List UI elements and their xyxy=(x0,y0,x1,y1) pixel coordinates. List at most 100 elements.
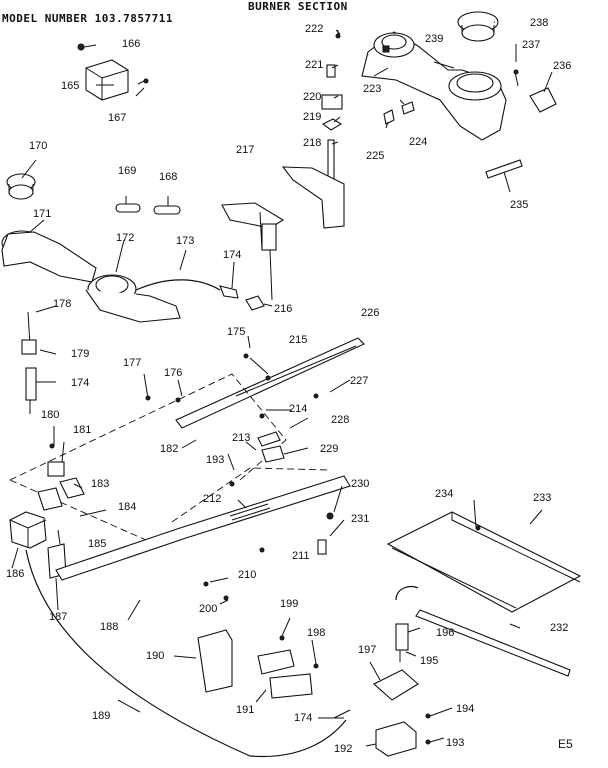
callout-label: 183 xyxy=(91,478,109,490)
callout-label: 200 xyxy=(199,603,217,615)
callout-label: 185 xyxy=(88,538,106,550)
callout-label: 234 xyxy=(435,488,453,500)
sheet-code: E5 xyxy=(558,737,573,751)
callout-label: 197 xyxy=(358,644,376,656)
callout-label: 169 xyxy=(118,165,136,177)
callout-label: 198 xyxy=(307,627,325,639)
part-166-screw xyxy=(77,43,85,51)
callout-label: 221 xyxy=(305,59,323,71)
callout-label: 224 xyxy=(409,136,427,148)
part-226-manifold-plate xyxy=(175,337,365,429)
callout-label: 226 xyxy=(361,307,379,319)
callout-label: 177 xyxy=(123,357,141,369)
callout-label: 174 xyxy=(223,249,241,261)
part-178-179-electrode xyxy=(21,311,37,414)
callout-label: 182 xyxy=(160,443,178,455)
callout-label: 168 xyxy=(159,171,177,183)
part-231-clip xyxy=(317,539,327,555)
part-212-spring xyxy=(229,503,271,521)
callout-label: 175 xyxy=(227,326,245,338)
part-189-gas-tube xyxy=(25,549,347,758)
part-174-fitting xyxy=(219,285,239,299)
callout-label: 237 xyxy=(522,39,540,51)
callout-label: 180 xyxy=(41,409,59,421)
dashed-outline-left xyxy=(9,373,287,481)
callout-label: 219 xyxy=(303,111,321,123)
callout-label: 188 xyxy=(100,621,118,633)
callout-label: 193 xyxy=(446,737,464,749)
callout-label: 178 xyxy=(53,298,71,310)
callout-label: 179 xyxy=(71,348,89,360)
callout-label: 218 xyxy=(303,137,321,149)
callout-label: 217 xyxy=(236,144,254,156)
part-183-valve xyxy=(37,461,85,511)
callout-label: 191 xyxy=(236,704,254,716)
model-number-header: MODEL NUMBER 103.7857711 xyxy=(2,12,173,25)
callout-label: 186 xyxy=(6,568,24,580)
callout-label: 236 xyxy=(553,60,571,72)
part-165-control-box xyxy=(77,43,149,101)
part-216-orifice xyxy=(245,295,265,311)
part-197-valve xyxy=(373,585,419,701)
callout-label: 238 xyxy=(530,17,548,29)
part-174-fitting-lower xyxy=(333,709,351,719)
part-stack-218-222 xyxy=(321,29,343,185)
part-188-manifold xyxy=(55,475,351,581)
callout-label: 190 xyxy=(146,650,164,662)
callout-label: 172 xyxy=(116,232,134,244)
callout-label: 173 xyxy=(176,235,194,247)
part-232-rod xyxy=(415,609,571,677)
callout-label: 165 xyxy=(61,80,79,92)
callout-label: 199 xyxy=(280,598,298,610)
part-228-229-bracket xyxy=(257,431,285,463)
part-168-169-tubes xyxy=(115,203,181,215)
callout-label: 195 xyxy=(420,655,438,667)
callout-label: 213 xyxy=(232,432,250,444)
callout-label: 189 xyxy=(92,710,110,722)
callout-label: 228 xyxy=(331,414,349,426)
callout-label: 220 xyxy=(303,91,321,103)
callout-label: 225 xyxy=(366,150,384,162)
callout-label: 184 xyxy=(118,501,136,513)
part-223-burner-assembly xyxy=(361,11,557,179)
part-173-tube xyxy=(135,279,221,291)
callout-label: 170 xyxy=(29,140,47,152)
callout-label: 166 xyxy=(122,38,140,50)
callout-labels: 166 165 167 222 221 220 219 218 217 238 … xyxy=(6,17,571,755)
callout-label: 174 xyxy=(71,377,89,389)
callout-label: 196 xyxy=(436,627,454,639)
callout-label: 176 xyxy=(164,367,182,379)
callout-label: 216 xyxy=(274,303,292,315)
callout-label: 192 xyxy=(334,743,352,755)
part-230-nut xyxy=(326,512,334,520)
part-186-regulator xyxy=(9,511,47,549)
callout-label: 181 xyxy=(73,424,91,436)
callout-label: 223 xyxy=(363,83,381,95)
part-190-191-igniter xyxy=(197,629,313,699)
callout-label: 174 xyxy=(294,712,312,724)
callout-label: 239 xyxy=(425,33,443,45)
callout-label: 194 xyxy=(456,703,474,715)
callout-label: 233 xyxy=(533,492,551,504)
callout-label: 222 xyxy=(305,23,323,35)
callout-label: 227 xyxy=(350,375,368,387)
callout-label: 187 xyxy=(49,611,67,623)
part-172-main-burner xyxy=(85,274,181,323)
callout-label: 230 xyxy=(351,478,369,490)
callout-label: 171 xyxy=(33,208,51,220)
callout-label: 214 xyxy=(289,403,307,415)
callout-label: 167 xyxy=(108,112,126,124)
diagram-graphics xyxy=(1,11,582,758)
callout-label: 193 xyxy=(206,454,224,466)
callout-label: 215 xyxy=(289,334,307,346)
dashed-outline-center xyxy=(171,467,331,523)
part-171-burner xyxy=(1,173,97,283)
callout-label: 232 xyxy=(550,622,568,634)
part-217-bracket xyxy=(221,166,345,301)
callout-label: 210 xyxy=(238,569,256,581)
callout-label: 212 xyxy=(203,493,221,505)
callout-label: 211 xyxy=(292,550,310,562)
part-192-bracket xyxy=(375,721,417,757)
callout-label: 231 xyxy=(351,513,369,525)
